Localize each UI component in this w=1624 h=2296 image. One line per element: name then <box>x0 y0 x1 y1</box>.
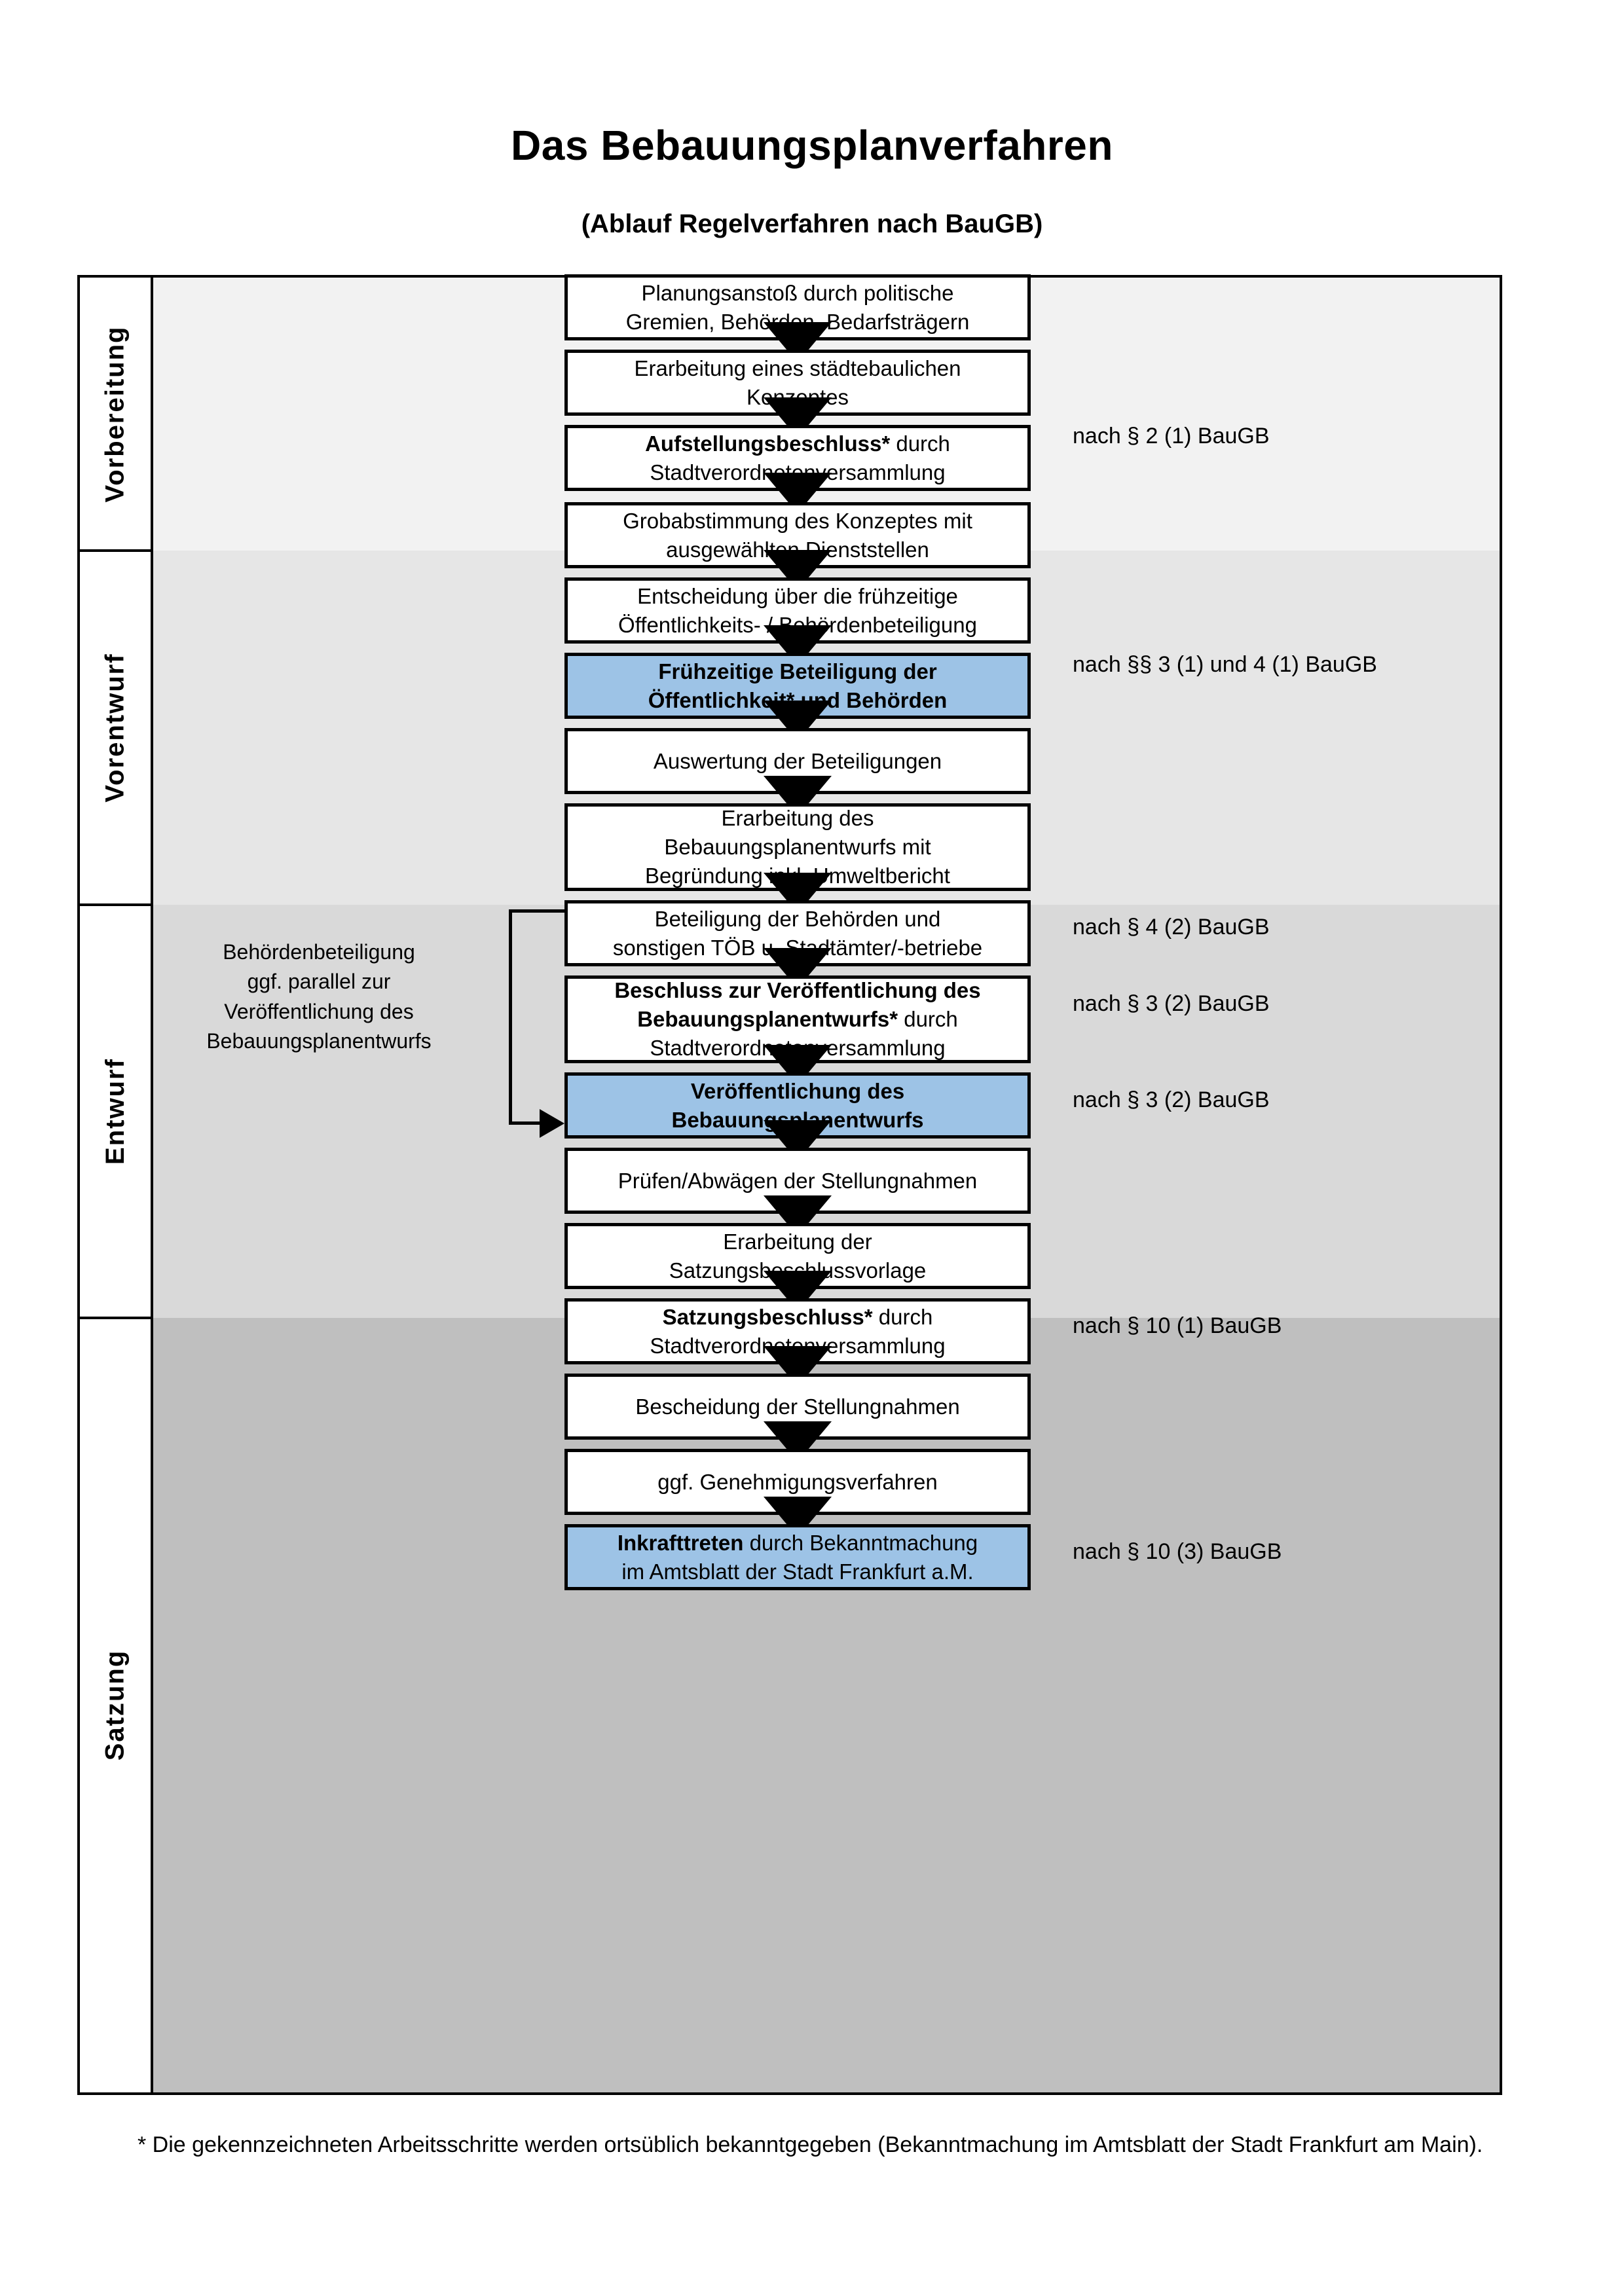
phase-label-text: Entwurf <box>100 1058 130 1165</box>
phase-label-text: Vorentwurf <box>100 653 130 803</box>
bypass-vertical-segment <box>509 909 512 1121</box>
footnote-text: * Die gekennzeichneten Arbeitsschritte w… <box>138 2132 1483 2157</box>
bypass-arrow-head <box>540 1109 564 1138</box>
ref-beteiligung-behoerden: nach § 4 (2) BauGB <box>1073 915 1270 939</box>
phase-divider <box>80 549 153 552</box>
bypass-top-segment <box>509 909 564 913</box>
phase-divider <box>80 1317 153 1319</box>
phase-label-satzung: Satzung <box>80 1318 153 2092</box>
sidenote-line: ggf. parallel zur <box>247 970 391 994</box>
phase-label-entwurf: Entwurf <box>80 905 153 1318</box>
process-step-label: Prüfen/Abwägen der Stellungnahmen <box>618 1168 978 1193</box>
sidenote-line: Veröffentlichung des <box>224 999 414 1023</box>
sidenote-line: Behördenbeteiligung <box>223 940 415 964</box>
ref-satzungsbeschluss: nach § 10 (1) BauGB <box>1073 1313 1282 1338</box>
page-subtitle: (Ablauf Regelverfahren nach BauGB) <box>581 210 1043 238</box>
ref-fruehzeitige-beteiligung: nach §§ 3 (1) und 4 (1) BauGB <box>1073 652 1377 677</box>
bypass-bottom-segment <box>509 1121 542 1125</box>
ref-beschluss-veroeffentlichung: nach § 3 (2) BauGB <box>1073 991 1270 1016</box>
process-step-label: Auswertung der Beteiligungen <box>653 748 942 773</box>
phase-label-text: Vorbereitung <box>100 325 130 503</box>
ref-aufstellungsbeschluss: nach § 2 (1) BauGB <box>1073 424 1270 448</box>
process-step-label: ggf. Genehmigungsverfahren <box>657 1469 938 1494</box>
sidenote-line: Bebauungsplanentwurfs <box>206 1029 432 1053</box>
phase-label-vorbereitung: Vorbereitung <box>80 278 153 551</box>
phase-label-text: Satzung <box>100 1649 130 1761</box>
process-step-label: Bescheidung der Stellungnahmen <box>635 1394 960 1419</box>
page-title: Das Bebauungsplanverfahren <box>511 122 1113 169</box>
ref-inkrafttreten: nach § 10 (3) BauGB <box>1073 1539 1282 1564</box>
ref-veroeffentlichung: nach § 3 (2) BauGB <box>1073 1087 1270 1112</box>
phase-label-vorentwurf: Vorentwurf <box>80 551 153 905</box>
phase-divider <box>80 903 153 906</box>
